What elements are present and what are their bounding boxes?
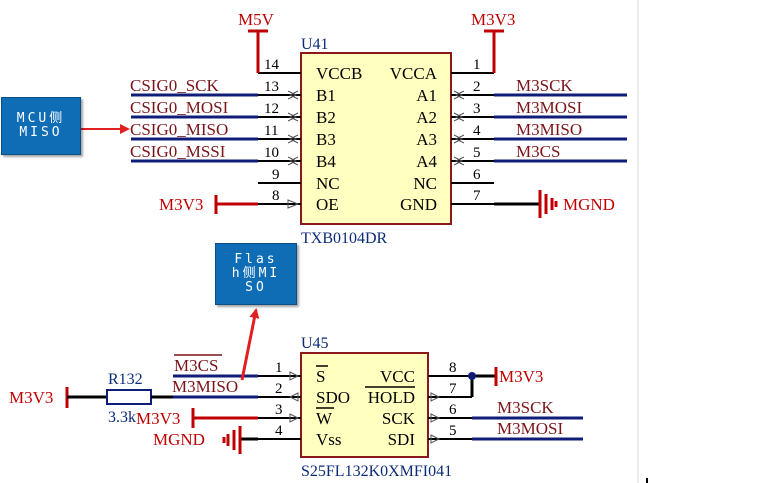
u41-pin-num: 13 xyxy=(264,79,279,95)
u41-pin-num: 14 xyxy=(264,57,280,73)
net-label-m3mosi: M3MOSI xyxy=(516,98,582,117)
u41-pin-num: 10 xyxy=(264,145,279,161)
u41-pin-num: 1 xyxy=(473,57,481,73)
u45-part: S25FL132K0XMFI041 xyxy=(301,463,452,480)
r132-resistor: M3V3 R132 3.3k xyxy=(9,371,173,426)
u41-pin-name: A4 xyxy=(416,152,437,171)
u41-ref: U41 xyxy=(301,36,329,53)
u41-level-shifter: U41 TXB0104DR 14 13 xyxy=(130,10,627,247)
u41-pin-num: 2 xyxy=(473,79,481,95)
u45-io-arrows xyxy=(288,371,441,444)
r132-value: 3.3k xyxy=(108,409,136,426)
net-label-m3cs: M3CS xyxy=(516,142,560,161)
power-label-m3v3: M3V3 xyxy=(471,10,515,29)
r132-ref: R132 xyxy=(108,371,143,388)
u45-pin-num: 7 xyxy=(449,381,457,397)
u45-ground-port: MGND xyxy=(153,426,258,454)
u41-pin-num: 11 xyxy=(264,123,278,139)
u41-pin-name: VCCB xyxy=(316,64,362,83)
u41-ground-port: MGND xyxy=(494,190,615,218)
power-label-r132-m3v3: M3V3 xyxy=(9,388,53,407)
u45-pin-name: SDI xyxy=(388,430,416,449)
u41-pin-num: 12 xyxy=(264,101,279,117)
u41-m5v-power-port: M5V xyxy=(238,10,275,73)
ground-label-u45-mgnd: MGND xyxy=(153,430,205,449)
u45-pin-name: HOLD xyxy=(368,388,415,407)
net-label-u45-m3sck: M3SCK xyxy=(497,398,554,417)
u45-pin-num: 5 xyxy=(449,423,457,439)
u41-pin-name: VCCA xyxy=(390,64,438,83)
net-label-csig0-sck: CSIG0_SCK xyxy=(130,76,220,95)
u41-part: TXB0104DR xyxy=(301,230,388,247)
u41-pin-name: B4 xyxy=(316,152,336,171)
u41-pin-num: 3 xyxy=(473,101,481,117)
u41-pin-name: NC xyxy=(316,174,340,193)
net-label-csig0-mssi: CSIG0_MSSI xyxy=(130,142,226,161)
u45-pin-name: SDO xyxy=(316,388,350,407)
u41-pin-num: 8 xyxy=(272,188,280,204)
u45-pin-num: 3 xyxy=(275,402,283,418)
u45-pin-num: 6 xyxy=(449,402,457,418)
u41-pin-num: 5 xyxy=(473,145,481,161)
u41-pin-num: 9 xyxy=(272,167,280,183)
u45-pin-name: VCC xyxy=(380,367,415,386)
u45-pin-name: W xyxy=(316,409,333,428)
u41-m3v3-power-port: M3V3 xyxy=(471,10,515,73)
net-label-u45-m3cs: M3CS xyxy=(174,356,218,375)
u45-vcc-power-port: M3V3 xyxy=(468,367,543,397)
net-label-csig0-mosi: CSIG0_MOSI xyxy=(130,98,229,117)
net-label-u45-m3mosi: M3MOSI xyxy=(497,419,563,438)
u41-pin-name: A3 xyxy=(416,130,437,149)
power-label-oe-m3v3: M3V3 xyxy=(159,195,203,214)
u41-pin-name: B1 xyxy=(316,86,336,105)
u45-w-power-port: M3V3 xyxy=(136,408,258,428)
u45-pin-name: SCK xyxy=(382,409,416,428)
u45-pin-num: 8 xyxy=(449,360,457,376)
u41-pin-name: GND xyxy=(400,195,437,214)
u41-pin-name: B3 xyxy=(316,130,336,149)
power-label-u45-vcc-m3v3: M3V3 xyxy=(499,367,543,386)
net-label-m3miso: M3MISO xyxy=(516,120,582,139)
u45-ref: U45 xyxy=(301,335,329,352)
net-label-m3sck: M3SCK xyxy=(516,76,573,95)
u45-pin-num: 1 xyxy=(275,360,283,376)
u41-body xyxy=(300,52,452,225)
u45-pin-num: 4 xyxy=(275,423,283,439)
u41-pin-name: B2 xyxy=(316,108,336,127)
net-label-csig0-miso: CSIG0_MISO xyxy=(130,120,228,139)
junction-dot xyxy=(468,372,476,380)
note-flash-miso: Flas h侧MI SO xyxy=(215,243,297,305)
power-label-m5v: M5V xyxy=(238,10,275,29)
u45-pin-name: S xyxy=(316,367,325,386)
u41-io-arrows xyxy=(287,90,465,209)
r132-body xyxy=(106,389,152,405)
u45-flash: U45 S25FL132K0XMFI041 1 2 3 4 8 7 6 5 S … xyxy=(136,335,583,480)
u41-pin-name: OE xyxy=(316,195,339,214)
power-label-u45-w-m3v3: M3V3 xyxy=(136,409,180,428)
u41-pin-name: NC xyxy=(413,174,437,193)
net-label-u45-m3miso: M3MISO xyxy=(172,377,238,396)
u41-pin-num: 7 xyxy=(473,188,481,204)
note-mcu-miso: MCU侧 MISO xyxy=(1,97,81,155)
u41-pin-name: A2 xyxy=(416,108,437,127)
u45-pin-name: Vss xyxy=(316,430,342,449)
u41-pin-name: A1 xyxy=(416,86,437,105)
u41-oe-power-port: M3V3 xyxy=(159,195,258,214)
u41-pin-num: 6 xyxy=(473,167,481,183)
u41-pin-num: 4 xyxy=(473,123,481,139)
ground-label-mgnd: MGND xyxy=(563,195,615,214)
u45-pin-num: 2 xyxy=(275,381,283,397)
annotation-arrow-flash xyxy=(240,308,260,381)
u45-body xyxy=(300,352,429,458)
